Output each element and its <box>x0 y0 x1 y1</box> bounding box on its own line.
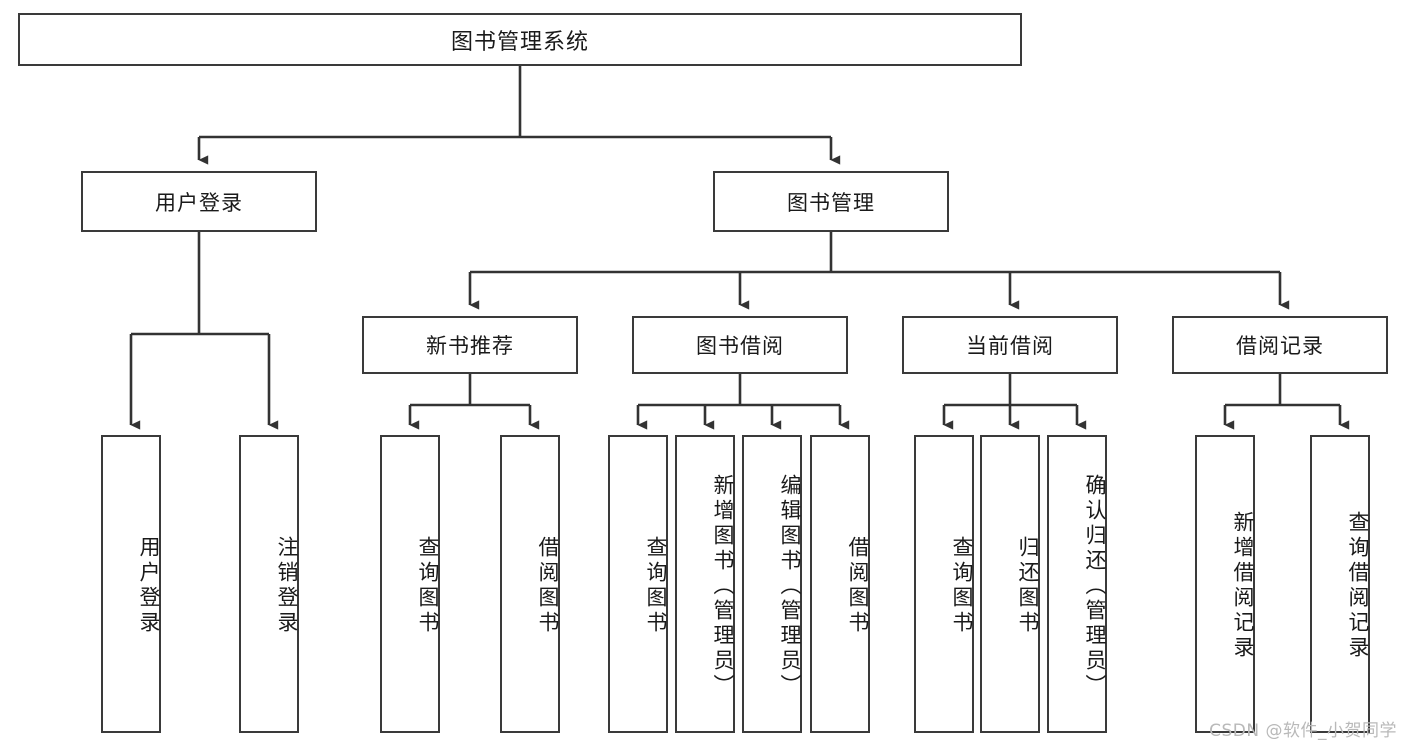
leaf-query-borrow-record[interactable]: 查询借阅记录 <box>1310 435 1370 733</box>
leaf-add-borrow-record[interactable]: 新增借阅记录 <box>1195 435 1255 733</box>
leaf-edit-book-admin[interactable]: 编辑图书（管理员） <box>742 435 802 733</box>
node-book-manage[interactable]: 图书管理 <box>713 171 949 232</box>
node-borrow-record[interactable]: 借阅记录 <box>1172 316 1388 374</box>
leaf-return-book[interactable]: 归还图书 <box>980 435 1040 733</box>
node-current-borrow[interactable]: 当前借阅 <box>902 316 1118 374</box>
leaf-confirm-return-admin[interactable]: 确认归还（管理员） <box>1047 435 1107 733</box>
node-book-borrow[interactable]: 图书借阅 <box>632 316 848 374</box>
node-root-system[interactable]: 图书管理系统 <box>18 13 1022 66</box>
node-user-login[interactable]: 用户登录 <box>81 171 317 232</box>
node-new-book-recommend[interactable]: 新书推荐 <box>362 316 578 374</box>
leaf-query-book-current[interactable]: 查询图书 <box>914 435 974 733</box>
leaf-user-login[interactable]: 用户登录 <box>101 435 161 733</box>
leaf-query-book-borrow[interactable]: 查询图书 <box>608 435 668 733</box>
leaf-query-book-new-recommend[interactable]: 查询图书 <box>380 435 440 733</box>
leaf-user-logout[interactable]: 注销登录 <box>239 435 299 733</box>
csdn-watermark: CSDN @软件_小贺同学 <box>1209 721 1397 741</box>
leaf-borrow-book-new-recommend[interactable]: 借阅图书 <box>500 435 560 733</box>
leaf-add-book-admin[interactable]: 新增图书（管理员） <box>675 435 735 733</box>
leaf-borrow-book[interactable]: 借阅图书 <box>810 435 870 733</box>
